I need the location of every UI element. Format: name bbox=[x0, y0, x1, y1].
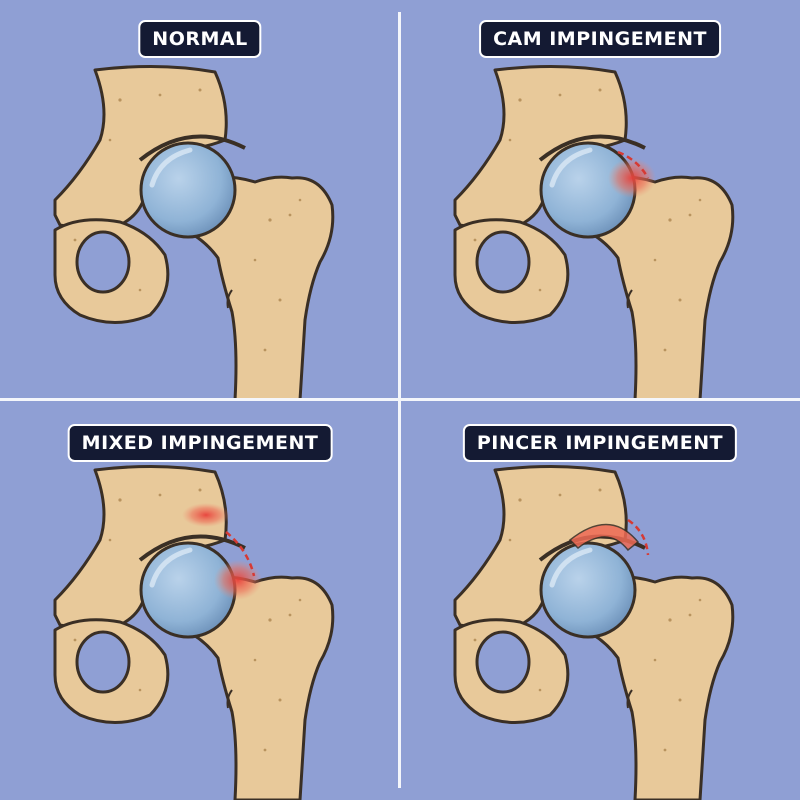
panel-pincer-impingement: PINCER IMPINGEMENT bbox=[400, 400, 800, 800]
panel-mixed-impingement: MIXED IMPINGEMENT bbox=[0, 400, 400, 800]
panel-label-normal: NORMAL bbox=[138, 20, 261, 58]
pincer-rim-highlight bbox=[182, 503, 230, 527]
hip-joint-cam-illustration bbox=[400, 0, 800, 400]
cam-bump-highlight bbox=[608, 158, 656, 198]
horizontal-divider bbox=[0, 398, 800, 401]
panel-label-mixed: MIXED IMPINGEMENT bbox=[68, 424, 333, 462]
hip-joint-normal-illustration bbox=[0, 0, 400, 400]
panel-label-pincer: PINCER IMPINGEMENT bbox=[463, 424, 737, 462]
panel-normal: NORMAL bbox=[0, 0, 400, 400]
panel-cam-impingement: CAM IMPINGEMENT bbox=[400, 0, 800, 400]
panel-label-cam: CAM IMPINGEMENT bbox=[479, 20, 721, 58]
cam-bump-highlight bbox=[214, 560, 262, 600]
